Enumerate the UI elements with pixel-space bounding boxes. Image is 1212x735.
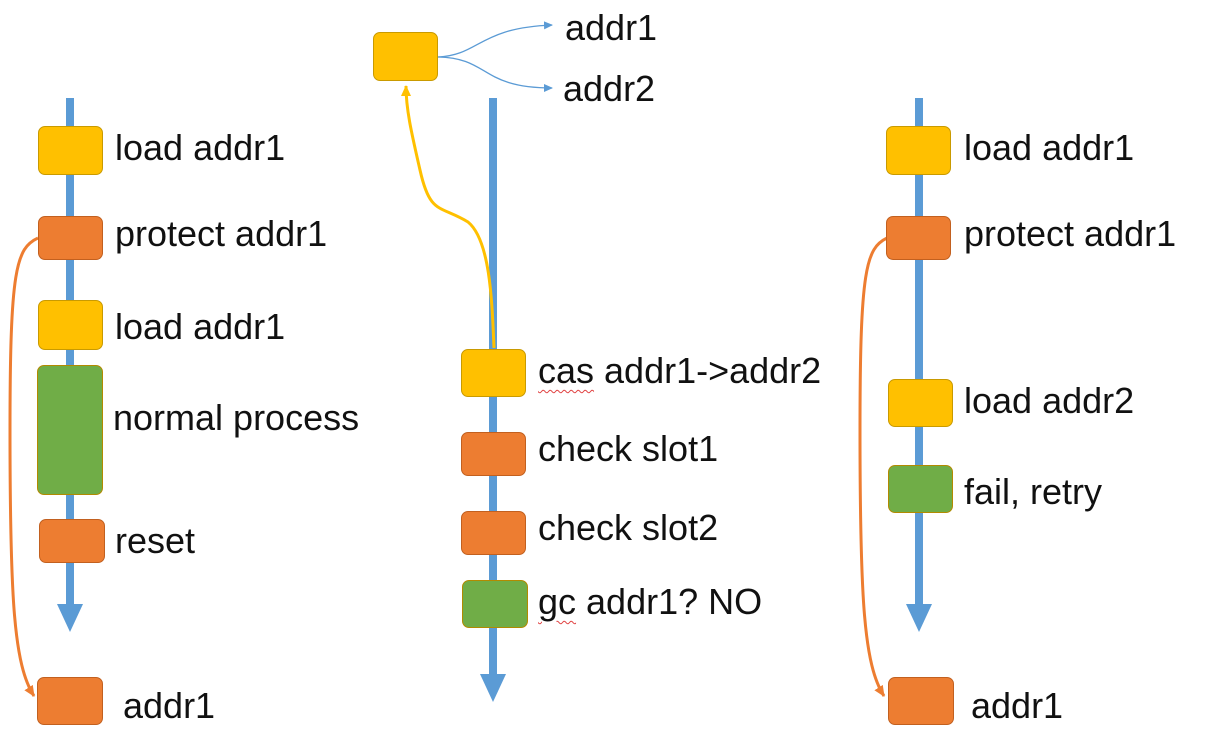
left-load-box-1 [38,126,103,175]
left-addr1-label: addr1 [123,685,216,726]
right-protect-box [886,216,951,260]
right-addr1-box [888,677,954,725]
left-reset-box [39,519,105,563]
middle-gc-label: gc addr1? NO [538,582,762,622]
left-load-label-1: load addr1 [115,127,286,168]
right-addr1-label: addr1 [971,685,1064,726]
right-load-label-1: load addr1 [964,127,1135,168]
target-addr2-label: addr2 [563,68,656,109]
right-load-label-2: load addr2 [964,380,1135,421]
left-load-label-2: load addr1 [115,306,286,347]
right-protect-label: protect addr1 [964,213,1177,254]
right-retry-box [888,465,953,513]
middle-check1-label: check slot1 [538,428,719,469]
shared-pointer-box [373,32,438,81]
left-load-box-2 [38,300,103,350]
right-pointer-arrow [858,236,888,697]
middle-cas-keyword: cas [538,350,595,391]
right-load-box-1 [886,126,951,175]
fork-arrow-addr2 [437,56,553,92]
left-addr1-box [37,677,103,725]
middle-check2-box [461,511,526,555]
left-process-box [37,365,103,495]
target-addr1-label: addr1 [565,7,658,48]
right-retry-label: fail, retry [964,471,1103,512]
middle-cas-args: addr1->addr2 [594,350,822,391]
middle-gc-keyword: gc [538,581,577,622]
left-reset-label: reset [115,520,196,561]
middle-check2-label: check slot2 [538,507,719,548]
left-pointer-arrow [8,236,39,697]
middle-cas-box [461,349,526,397]
cas-arrow [401,85,496,349]
middle-cas-label: cas addr1->addr2 [538,351,821,391]
middle-gc-question: addr1? NO [576,581,763,622]
left-protect-label: protect addr1 [115,213,328,254]
right-load-box-2 [888,379,953,427]
middle-gc-box [462,580,528,628]
middle-check1-box [461,432,526,476]
right-timeline [906,98,932,632]
fork-arrow-addr1 [437,21,553,58]
left-protect-box [38,216,103,260]
left-process-label: normal process [113,397,360,438]
